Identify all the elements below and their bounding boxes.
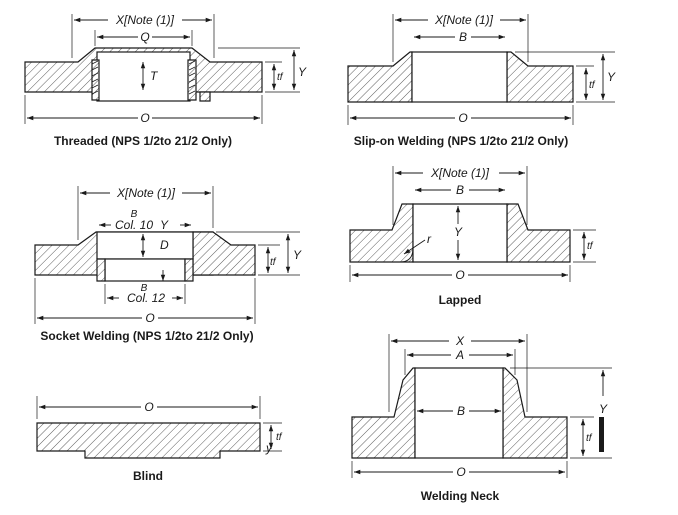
blind-flange: O tf y Blind — [36, 396, 283, 483]
threaded-x-label: X[Note (1)] — [115, 13, 175, 27]
weldneck-caption: Welding Neck — [421, 489, 500, 503]
lapped-bore — [412, 203, 508, 263]
weldneck-bore — [414, 367, 504, 459]
socket-b-bottom-label: B — [141, 283, 148, 294]
lapped-flange-body-right — [506, 203, 571, 263]
threaded-caption: Threaded (NPS 1/2to 21/2 Only) — [54, 134, 232, 148]
blind-flange-body — [36, 422, 261, 459]
lapped-x-label: X[Note (1)] — [430, 166, 490, 180]
weldneck-x-label: X — [455, 334, 465, 348]
weldneck-flange-body-left — [351, 367, 416, 459]
lapped-caption: Lapped — [439, 293, 482, 307]
blind-tf-label: tf — [276, 432, 283, 443]
socket-y-small-label: Y — [160, 218, 169, 232]
lapped-tf-label: tf — [587, 241, 594, 252]
threaded-y-label: Y — [298, 65, 307, 79]
socket-caption: Socket Welding (NPS 1/2to 21/2 Only) — [40, 329, 253, 343]
weldneck-b-label: B — [457, 404, 465, 418]
socket-y-label: Y — [293, 248, 302, 262]
lapped-y-label: Y — [454, 225, 463, 239]
socket-upper-bore — [96, 231, 194, 260]
blind-o-label: O — [144, 400, 153, 414]
lapped-flange-body-left — [349, 203, 414, 263]
slipon-o-label: O — [458, 111, 467, 125]
threaded-flange: X[Note (1)] Q T tf Y O Threaded (NPS 1/2… — [24, 13, 307, 148]
lapped-o-label: O — [455, 268, 464, 282]
weldneck-o-label: O — [456, 465, 465, 479]
slipon-x-label: X[Note (1)] — [434, 13, 494, 27]
threaded-thread-right — [187, 59, 197, 101]
socket-lower-bore — [104, 258, 186, 282]
threaded-t-label: T — [150, 69, 159, 83]
weldneck-flange: X A B Y tf O Welding Neck — [351, 334, 612, 503]
blind-caption: Blind — [133, 469, 163, 483]
lapped-b-label: B — [456, 183, 464, 197]
slipon-flange-body — [347, 51, 413, 103]
slipon-b-label: B — [459, 30, 467, 44]
socket-x-label: X[Note (1)] — [116, 186, 176, 200]
threaded-o-label: O — [140, 111, 149, 125]
weldneck-tf-label: tf — [586, 433, 593, 444]
weldneck-y-bar — [599, 417, 604, 452]
socket-b-top-label: B — [131, 209, 138, 220]
weldneck-a-label: A — [455, 348, 464, 362]
socket-flange: X[Note (1)] B Col. 10 Y D tf Y B Col. 12… — [34, 186, 302, 343]
weldneck-flange-body-right — [502, 367, 568, 459]
weldneck-y-label: Y — [599, 402, 608, 416]
socket-col10-label: Col. 10 — [115, 218, 153, 232]
slipon-caption: Slip-on Welding (NPS 1/2to 21/2 Only) — [354, 134, 568, 148]
socket-tf-label: tf — [270, 257, 277, 268]
slipon-bore — [411, 51, 508, 103]
slipon-tf-label: tf — [589, 80, 596, 91]
socket-col12-label: Col. 12 — [127, 291, 165, 305]
slipon-flange: X[Note (1)] B tf Y O Slip-on Welding (NP… — [347, 13, 616, 148]
threaded-bore — [96, 51, 191, 102]
socket-d-label: D — [160, 238, 169, 252]
threaded-q-label: Q — [140, 30, 149, 44]
lapped-flange: X[Note (1)] B r Y tf O Lapped — [349, 166, 596, 307]
blind-y-label: y — [265, 441, 273, 455]
threaded-tf-label: tf — [277, 72, 284, 83]
socket-o-label: O — [145, 311, 154, 325]
slipon-y-label: Y — [607, 70, 616, 84]
lapped-r-label: r — [427, 232, 432, 246]
